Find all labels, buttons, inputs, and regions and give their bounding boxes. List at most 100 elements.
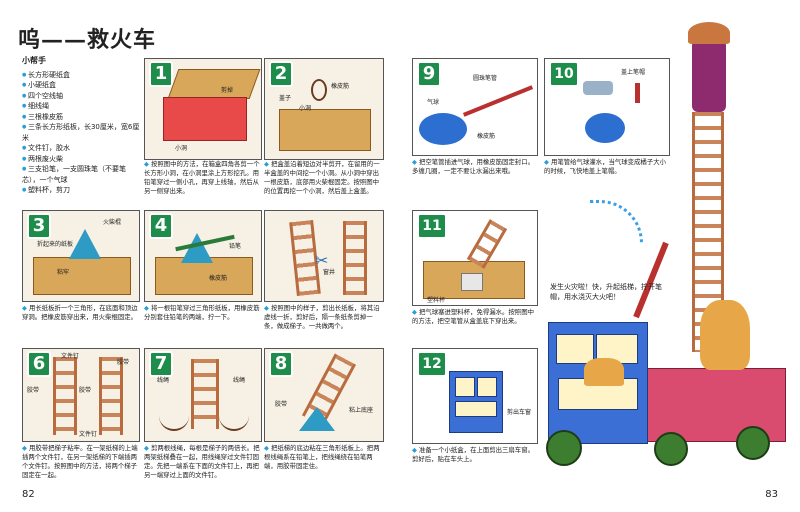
step-9-illustration: 9 圆珠笔管 气球 橡皮筋: [412, 58, 538, 156]
water-spray: [590, 200, 643, 243]
window-icon: [455, 377, 475, 397]
string-icon: [219, 409, 249, 431]
step-6-illustration: 6 文件钉 胶带 胶带 胶带 文件钉: [22, 348, 140, 442]
materials-heading: 小帮手: [22, 56, 46, 65]
rubber-band-icon: [311, 79, 327, 101]
firefighter-in-cab: [584, 358, 624, 386]
right-page: 9 圆珠笔管 气球 橡皮筋 把空笔管插进气球，用橡皮筋固定封口。多缠几圈，一定不…: [400, 0, 800, 512]
materials-list: 小帮手 长方形硬纸盒 小硬纸盒 四个空线轴 细线绳 三根橡皮筋 三条长方形纸板，…: [22, 56, 140, 196]
step-number: 11: [417, 213, 447, 239]
truck-wheel: [736, 426, 770, 460]
step-6-caption: 用胶带把梯子粘牢。在一架纸梯的上端插两个文件钉，在另一架纸梯的下端插两个文件钉。…: [22, 444, 140, 480]
box-illustration: [167, 69, 261, 99]
step-label: 盖上笔帽: [621, 69, 646, 76]
step-label: 小洞: [299, 105, 312, 112]
step-2-illustration: 2 橡皮筋 盖子 小洞: [264, 58, 384, 160]
balloon-icon: [585, 113, 625, 143]
step-number: 12: [417, 351, 447, 377]
plastic-cup-icon: [461, 273, 483, 291]
step-5-caption: 按照图中的样子，剪出长纸板，将其沿虚线一折，剪好后，隔一条纸条剪掉一条，做成梯子…: [264, 304, 384, 331]
page-number-right: 83: [765, 489, 778, 500]
step-label: 橡皮筋: [477, 133, 496, 140]
hose-icon: [633, 241, 669, 319]
step-label: 粘牢: [57, 269, 70, 276]
window-icon: [455, 401, 497, 417]
page-number-left: 82: [22, 489, 35, 500]
box-illustration: [163, 97, 247, 141]
material-item: 文件钉，胶水: [22, 143, 140, 154]
step-label: 盖子: [279, 95, 292, 102]
truck-wheel: [546, 430, 582, 466]
step-number: 6: [27, 351, 51, 377]
step-1-caption: 按照图中的方法，在箱盒四角各剪一个长方形小洞，在小洞里涂上方形挖孔。用铅笔穿过一…: [144, 160, 262, 196]
step-8-caption: 把纸梯的底边粘在三角形纸板上。把两根线绳系在铅笔上，把线绳绕在铅笔两端，用胶带固…: [264, 444, 384, 471]
firefighter-right: [700, 300, 750, 370]
step-label: 线绳: [157, 377, 170, 384]
ladder-illustration: [191, 359, 219, 429]
step-9-caption: 把空笔管插进气球，用橡皮筋固定封口。多缠几圈，一定不要让水漏出来哦。: [412, 158, 536, 176]
page-title: 呜——救火车: [18, 27, 157, 53]
step-number: 10: [549, 61, 579, 87]
triangle-board: [299, 407, 335, 431]
step-3-caption: 用长纸板折一个三角形，在底面和顶边穿洞。把橡皮筋穿出来，用火柴棍固定。: [22, 304, 140, 322]
material-item: 四个空线轴: [22, 91, 140, 102]
step-label: 胶带: [117, 359, 130, 366]
ladder-illustration: [53, 357, 77, 435]
truck-window: [556, 334, 594, 364]
material-item: 塑料杯，剪刀: [22, 185, 140, 196]
material-item: 细线绳: [22, 101, 140, 112]
step-label: 粘上底座: [349, 407, 374, 414]
step-number: 4: [149, 213, 173, 239]
material-item: 三支铅笔，一支圆珠笔（不要笔芯），一个气球: [22, 164, 140, 185]
scissors-icon: ✂: [315, 251, 329, 270]
step-1-illustration: 1 剪掉 小洞: [144, 58, 262, 160]
step-label: 折起来的纸板: [37, 241, 74, 248]
step-2-caption: 把盒盖沿着短边对半剪开，在留用的一半盒盖的中间挖一个小洞。从小洞中穿出一根皮筋，…: [264, 160, 384, 196]
pen-tube-icon: [462, 85, 534, 117]
step-10-illustration: 10 盖上笔帽: [544, 58, 670, 156]
step-12-illustration: 12 剪出车窗: [412, 348, 538, 444]
step-number: 2: [269, 61, 293, 87]
step-label: 火柴棍: [103, 219, 122, 226]
step-number: 3: [27, 213, 51, 239]
material-item: 三根橡皮筋: [22, 112, 140, 123]
step-10-caption: 用笔管给气球灌水，当气球变成橘子大小的时候，飞快地盖上笔帽。: [544, 158, 668, 176]
helmet-icon: [688, 22, 730, 44]
truck-wheel: [654, 432, 688, 466]
step-label: 小洞: [175, 145, 188, 152]
step-number: 8: [269, 351, 293, 377]
string-icon: [159, 409, 189, 431]
step-number: 9: [417, 61, 441, 87]
step-number: 1: [149, 61, 173, 87]
step-label: 橡皮筋: [209, 275, 228, 282]
step-label: 铅笔: [229, 243, 242, 250]
step-label: 胶带: [27, 387, 40, 394]
window-icon: [477, 377, 497, 397]
box-illustration: [423, 261, 525, 299]
step-12-caption: 准备一个小纸盒，在上面剪出三扇车窗。剪好后，贴在车头上。: [412, 446, 536, 464]
step-number: 7: [149, 351, 173, 377]
step-label: 文件钉: [79, 431, 98, 438]
step-label: 剪出车窗: [507, 409, 532, 416]
step-8-illustration: 8 胶带 粘上底座: [264, 348, 384, 442]
step-label: 气球: [427, 99, 440, 106]
firefighter-top: [692, 32, 726, 112]
step-11-illustration: 11 塑料杯: [412, 210, 538, 306]
triangle-board: [69, 229, 101, 259]
material-item: 小硬纸盒: [22, 80, 140, 91]
faucet-icon: [583, 81, 613, 95]
ladder-illustration: [99, 357, 123, 435]
step-5-illustration: ✂ 窗井: [264, 210, 384, 302]
step-label: 圆珠笔管: [473, 75, 498, 82]
left-page: 呜——救火车 小帮手 长方形硬纸盒 小硬纸盒 四个空线轴 细线绳 三根橡皮筋 三…: [0, 0, 400, 512]
step-4-illustration: 4 铅笔 橡皮筋: [144, 210, 262, 302]
step-7-illustration: 7 线绳 线绳: [144, 348, 262, 442]
material-item: 长方形硬纸盒: [22, 70, 140, 81]
box-illustration: [33, 257, 131, 295]
step-11-caption: 把气球塞进塑料杯，免得漏水。按照图中的方法，把空笔管从盒盖底下穿出来。: [412, 308, 536, 326]
pen-cap-icon: [635, 83, 640, 103]
step-label: 胶带: [79, 387, 92, 394]
material-item: 三条长方形纸板，长30厘米，宽6厘米: [22, 122, 140, 143]
step-label: 剪掉: [221, 87, 234, 94]
balloon-icon: [419, 113, 467, 145]
